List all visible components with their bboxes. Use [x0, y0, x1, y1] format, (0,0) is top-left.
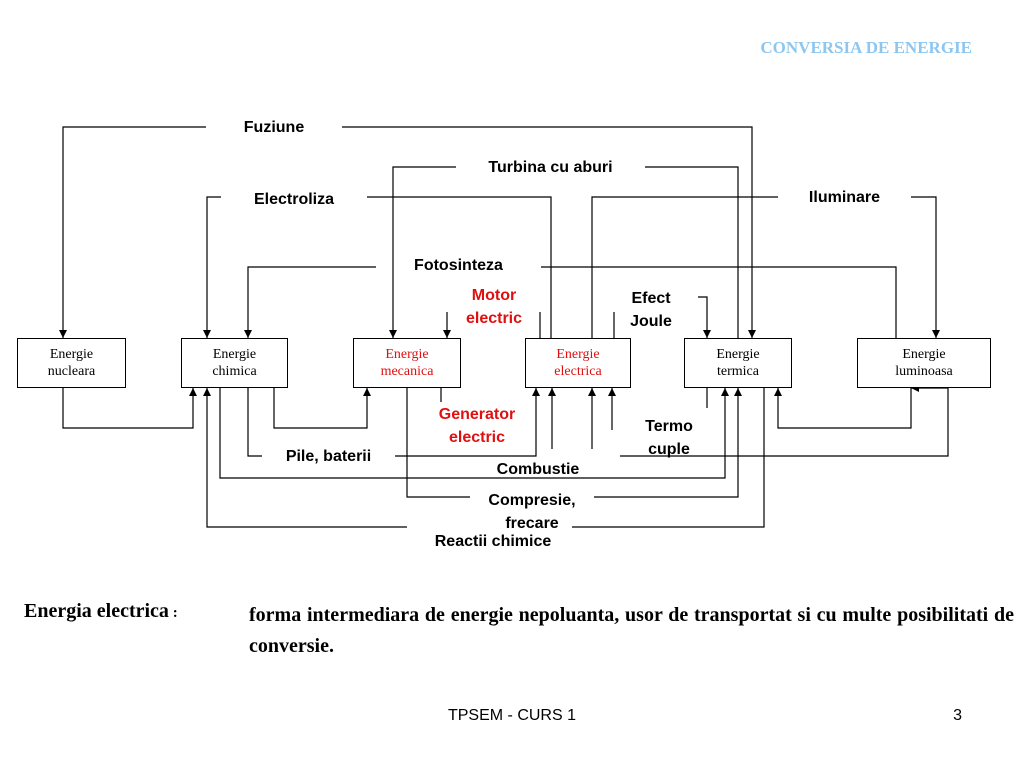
label-iluminare: Iluminare — [808, 189, 881, 206]
joule-arrow — [698, 296, 711, 338]
box-energie-mecanica: Energie mecanica — [353, 338, 461, 388]
label-reactii-chimice: Reactii chimice — [434, 533, 552, 550]
compresie-line-left — [406, 388, 470, 498]
label-fuziune: Fuziune — [243, 119, 305, 136]
label-pile-baterii: Pile, baterii — [285, 448, 372, 465]
pile-line-right — [395, 388, 540, 457]
box-energie-chimica: Energie chimica — [181, 338, 288, 388]
slide-title: CONVERSIA DE ENERGIE — [760, 38, 972, 57]
iluminare-line-right — [911, 196, 940, 338]
label-electroliza: Electroliza — [253, 191, 335, 208]
turbina-line-left — [389, 166, 456, 338]
luminoasa-line — [774, 388, 912, 429]
label-motor-electric: Motor electric — [465, 287, 523, 327]
definition-text: forma intermediara de energie nepoluanta… — [249, 604, 1014, 657]
box-energie-nucleara: Energie nucleara — [17, 338, 126, 388]
chimica-mecanica-line — [273, 388, 371, 429]
label-fotosinteza: Fotosinteza — [414, 257, 503, 274]
iluminare-line-left — [591, 196, 778, 338]
box-energie-luminoasa: Energie luminoasa — [857, 338, 991, 388]
fuziune-line-left — [59, 126, 206, 338]
nucleara-chimica-line — [62, 388, 197, 429]
fotosinteza-line-left — [244, 266, 376, 338]
pile-line-left — [247, 388, 262, 457]
label-turbina-cu-aburi: Turbina cu aburi — [488, 159, 613, 176]
box-energie-termica: Energie termica — [684, 338, 792, 388]
reactii-line-right — [572, 388, 765, 528]
footer-course: TPSEM - CURS 1 — [447, 707, 576, 724]
label-termo-cuple: Termo cuple — [645, 418, 693, 458]
label-combustie: Combustie — [496, 461, 580, 478]
electroliza-line-left — [203, 196, 221, 338]
reactii-line-left — [203, 388, 407, 528]
turbina-line-right — [645, 166, 739, 338]
fuziune-line-right — [342, 126, 756, 338]
label-generator-electric: Generator electric — [438, 406, 516, 446]
electroliza-line-right — [367, 196, 552, 338]
definition-colon: : — [168, 605, 178, 621]
combustie-line-bottom — [219, 388, 729, 479]
label-efect-joule: Efect Joule — [630, 290, 672, 330]
footer-page-number: 3 — [953, 707, 962, 724]
definition-term: Energia electrica : — [24, 600, 178, 623]
compresie-line-right — [594, 388, 742, 498]
fotosinteza-line-right — [541, 266, 897, 338]
label-compresie-frecare: Compresie, frecare — [488, 492, 576, 532]
definition-term-text: Energia electrica — [24, 600, 169, 622]
box-energie-electrica: Energie electrica — [525, 338, 631, 388]
combustie-line-right — [620, 384, 949, 457]
